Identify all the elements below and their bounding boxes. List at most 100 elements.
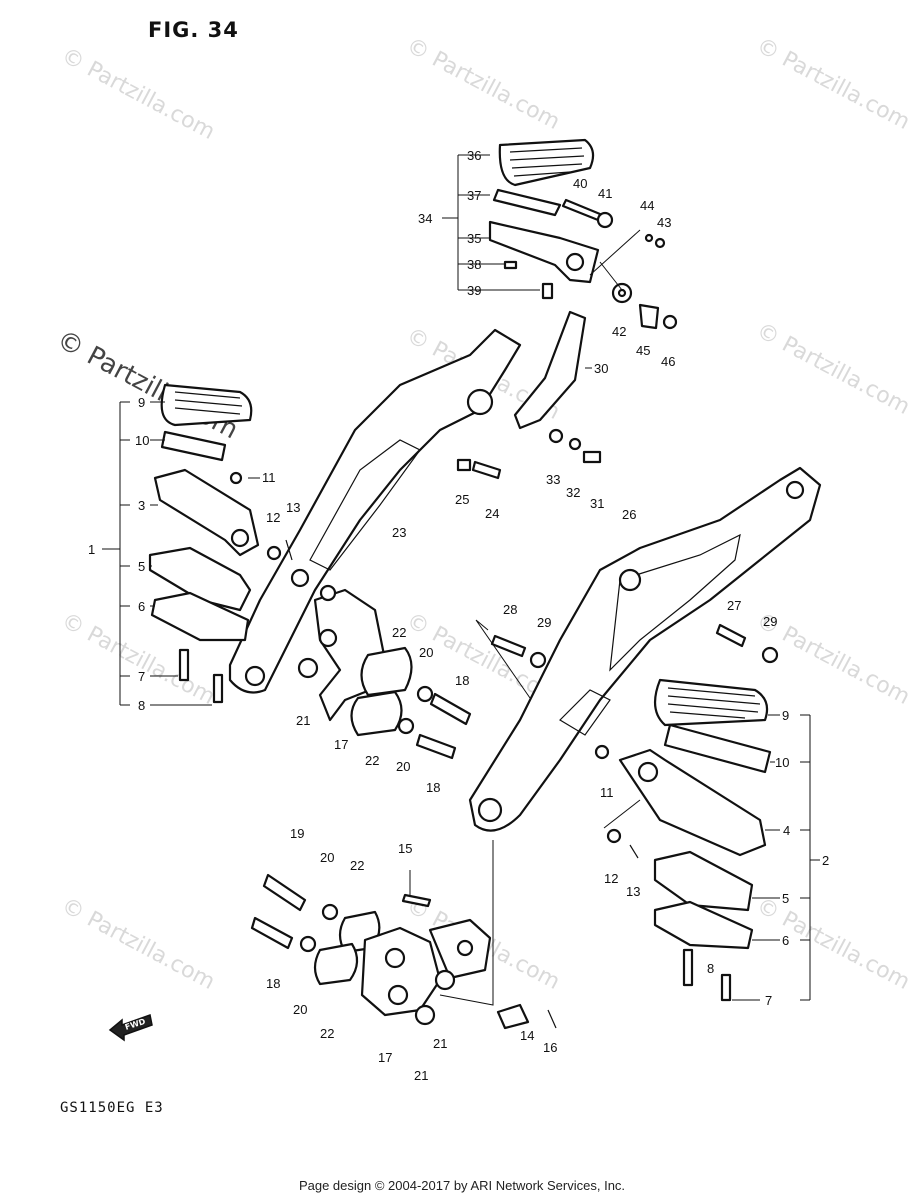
watermark-text-strong: © Partzilla.com: [52, 325, 243, 446]
callout-27: 27: [727, 598, 741, 613]
callout-22-lower-a: 22: [350, 858, 364, 873]
callout-20-upper-b: 20: [396, 759, 410, 774]
bolt-28: [490, 634, 527, 658]
pin-11-right: [594, 744, 610, 760]
bolt-19: [262, 873, 307, 912]
callout-21-upper: 21: [296, 713, 310, 728]
footrest-rubber-9-right: [653, 678, 769, 727]
callout-6-left: 6: [138, 599, 145, 614]
figure-title: FIG. 34: [148, 18, 239, 42]
watermark-text: © Partzilla.com: [752, 33, 914, 135]
washer-20-upper-b: [397, 717, 415, 735]
collar-22-lower-b: [313, 942, 359, 986]
callout-9-left: 9: [138, 395, 145, 410]
footrest-6: [150, 591, 250, 642]
callout-8-right: 8: [707, 961, 714, 976]
footrest-rubber-9-left: [160, 383, 253, 427]
callout-20-upper-a: 20: [419, 645, 433, 660]
washer-20-lower-a: [321, 903, 339, 921]
plate-37: [492, 188, 562, 217]
callout-5-left: 5: [138, 559, 145, 574]
watermark-text: © Partzilla.com: [752, 893, 914, 995]
callout-7-left: 7: [138, 669, 145, 684]
watermark-text: © Partzilla.com: [402, 33, 564, 135]
washer-21-lower-a: [434, 969, 456, 991]
bolt-8-right: [682, 948, 694, 987]
callout-11-left: 11: [262, 470, 276, 485]
screw-39: [541, 282, 554, 300]
watermark-text: © Partzilla.com: [57, 43, 219, 145]
callout-32: 32: [566, 485, 580, 500]
rider-footrest-left-group: [102, 383, 293, 706]
callout-29-right: 29: [763, 614, 777, 629]
callout-3: 3: [138, 498, 145, 513]
left-frame-bracket-23: [228, 328, 522, 694]
washer-21-lower-b: [414, 1004, 436, 1026]
washer-12-right: [606, 828, 622, 844]
washer-33: [548, 428, 564, 444]
plate-10-left: [160, 430, 227, 462]
washer-21-upper: [297, 657, 319, 679]
callout-30: 30: [594, 361, 608, 376]
callout-7-right: 7: [765, 993, 772, 1008]
bolt-8-left: [212, 673, 224, 704]
model-code: GS1150EG E3: [60, 1100, 164, 1116]
callout-24: 24: [485, 506, 499, 521]
washer-20-upper-a: [416, 685, 434, 703]
callout-5-right: 5: [782, 891, 789, 906]
callout-42: 42: [612, 324, 626, 339]
callout-39: 39: [467, 283, 481, 298]
callout-12-left: 12: [266, 510, 280, 525]
right-frame-bracket-26: [468, 466, 822, 832]
bolt-24: [471, 460, 502, 480]
callout-28: 28: [503, 602, 517, 617]
callout-36: 36: [467, 148, 481, 163]
bolt-18-upper-a: [429, 692, 472, 726]
footrest-6-right: [653, 900, 754, 950]
callout-23: 23: [392, 525, 406, 540]
footrest-5-right: [653, 850, 754, 912]
bolt-27: [715, 623, 747, 648]
pivot-bracket-17-lower: [360, 926, 442, 1017]
callout-22-lower-b: 22: [320, 1026, 334, 1041]
callout-34: 34: [418, 211, 432, 226]
callout-22-upper-a: 22: [392, 625, 406, 640]
clip-14: [496, 1003, 530, 1030]
watermark-text: © Partzilla.com: [57, 893, 219, 995]
callout-25: 25: [455, 492, 469, 507]
callout-16: 16: [543, 1040, 557, 1055]
footer-copyright: Page design © 2004-2017 by ARI Network S…: [298, 1178, 626, 1193]
washer-44: [644, 233, 654, 243]
callout-2: 2: [822, 853, 829, 868]
callout-14: 14: [520, 1028, 534, 1043]
cap-29-right: [761, 646, 779, 664]
nut-25: [456, 458, 472, 472]
pin-43: [654, 237, 666, 249]
washer-41: [596, 211, 614, 229]
plate-10-right: [663, 723, 772, 774]
callout-35: 35: [467, 231, 481, 246]
pin-11-left: [229, 471, 243, 485]
screw-38: [503, 260, 518, 270]
callout-4: 4: [783, 823, 790, 838]
callout-10-left: 10: [135, 433, 149, 448]
rider-footrest-right-group: [594, 678, 820, 1002]
callout-labels: 36 37 34 35 38 39 40 41 44 43 42 45 46 3…: [88, 148, 829, 1083]
watermark-text: © Partzilla.com: [752, 318, 914, 420]
washer-12-left: [266, 545, 282, 561]
callout-18-upper-a: 18: [455, 673, 469, 688]
callout-19: 19: [290, 826, 304, 841]
callout-29-left: 29: [537, 615, 551, 630]
washer-32: [568, 437, 582, 451]
callout-17-lower: 17: [378, 1050, 392, 1065]
callout-41: 41: [598, 186, 612, 201]
callout-26: 26: [622, 507, 636, 522]
callout-15: 15: [398, 841, 412, 856]
callout-20-lower-b: 20: [293, 1002, 307, 1017]
bolt-31: [582, 450, 602, 464]
cap-29-left: [529, 651, 547, 669]
bolt-15: [401, 893, 432, 908]
heel-plate-30: [513, 310, 587, 430]
pillion-footrest-group: [442, 138, 678, 330]
callout-38: 38: [467, 257, 481, 272]
